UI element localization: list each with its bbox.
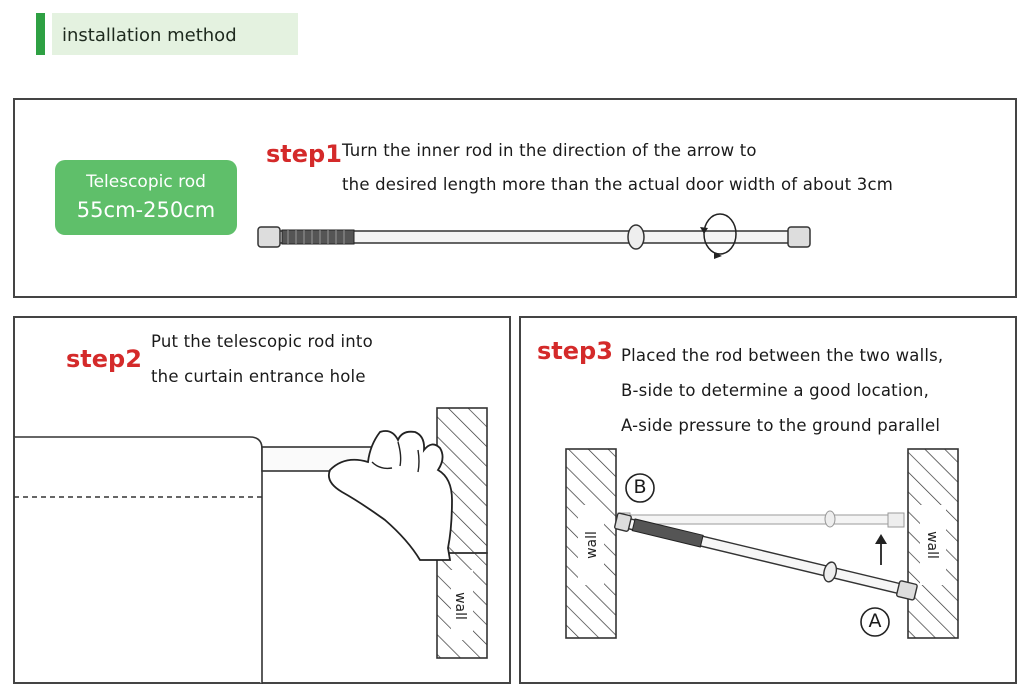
- step3-text-line2: B-side to determine a good location,: [621, 381, 930, 400]
- marker-a: A: [868, 610, 882, 632]
- step1-text-line1: Turn the inner rod in the direction of t…: [342, 141, 757, 160]
- step3-label: step3: [537, 337, 613, 365]
- step3-text-line1: Placed the rod between the two walls,: [621, 346, 944, 365]
- step2-text-line2: the curtain entrance hole: [151, 367, 366, 386]
- step3-text-line3: A-side pressure to the ground parallel: [621, 416, 941, 435]
- header-box: [52, 13, 298, 55]
- step2-label: step2: [66, 345, 142, 373]
- marker-b: B: [633, 476, 647, 498]
- badge-title: Telescopic rod: [86, 172, 206, 192]
- badge-range: 55cm-250cm: [76, 198, 216, 222]
- step1-text-line2: the desired length more than the actual …: [342, 175, 894, 194]
- step3-right-wall-label: wall: [923, 531, 940, 559]
- step3-left-wall-label: wall: [583, 531, 600, 559]
- header-accent-bar: [36, 13, 45, 55]
- page-title: installation method: [62, 25, 237, 46]
- step2-text-line1: Put the telescopic rod into: [151, 332, 373, 351]
- step1-label: step1: [266, 140, 342, 168]
- telescopic-rod-badge: [55, 160, 237, 235]
